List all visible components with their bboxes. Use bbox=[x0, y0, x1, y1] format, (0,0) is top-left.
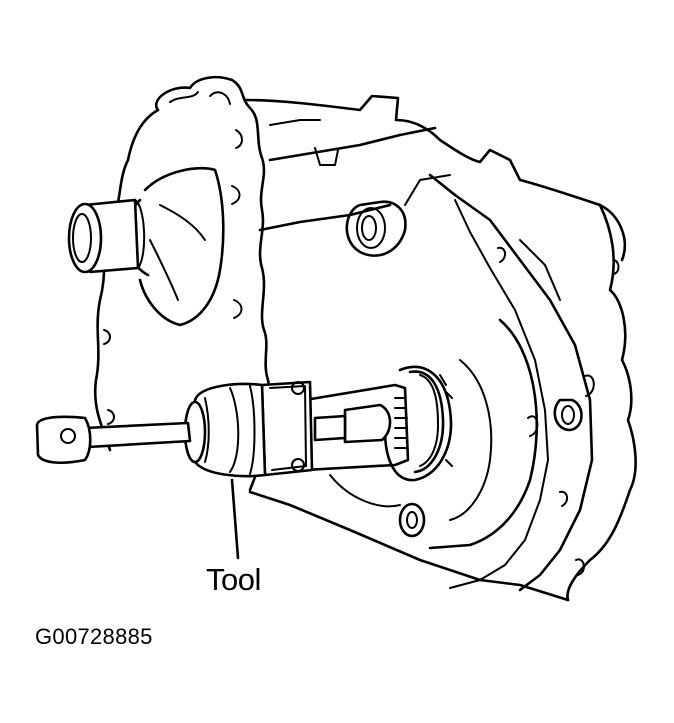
front-bearing-ring bbox=[383, 318, 539, 550]
output-shaft bbox=[67, 198, 146, 274]
bolt-holes bbox=[497, 246, 620, 576]
rear-retainer bbox=[125, 166, 225, 327]
case-body bbox=[243, 94, 637, 602]
figure-id: G00728885 bbox=[35, 624, 153, 649]
lower-boss bbox=[329, 474, 426, 538]
tool-callout-label: Tool bbox=[206, 562, 261, 597]
tool-assembly bbox=[35, 380, 410, 478]
case-boss bbox=[345, 174, 451, 257]
tool-leader-line bbox=[230, 478, 240, 560]
